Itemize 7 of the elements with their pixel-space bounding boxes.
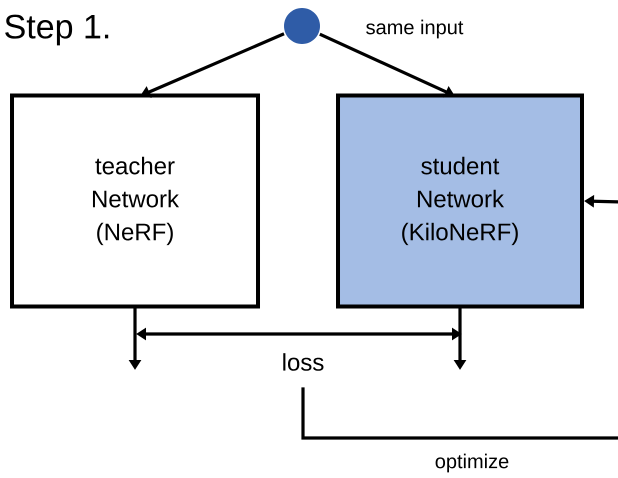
input-dot: [284, 8, 320, 44]
network-box: student Network (KiloNeRF): [336, 94, 584, 308]
network-box: teacher Network (NeRF): [10, 94, 260, 308]
title: Step 1.: [5, 14, 108, 46]
edge-label: optimize: [436, 454, 508, 472]
input-caption: same input: [366, 20, 464, 38]
loss-label: loss: [283, 353, 324, 371]
